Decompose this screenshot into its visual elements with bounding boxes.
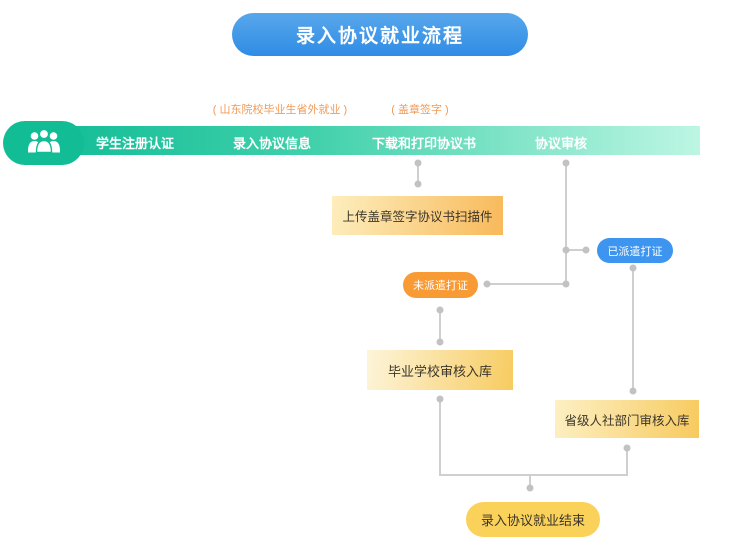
connector-line [632,267,634,391]
node-process-end-label: 录入协议就业结束 [480,513,585,528]
node-upload-scan-label: 上传盖章签字协议书扫描件 [342,210,493,224]
connector-line [626,447,628,475]
connector-line [529,474,531,488]
connector-dot [582,246,590,254]
connector-dot [526,484,534,492]
node-provincial-review: 省级人社部门审核入库 [555,400,699,438]
page-title: 录入协议就业流程 [232,13,528,56]
people-group-icon [23,127,65,160]
connector-line [439,474,628,476]
connector-line [439,309,441,343]
connector-line [439,398,441,476]
connector-dot [483,280,491,288]
connector-dot [436,306,444,314]
connector-dot [562,159,570,167]
connector-dot [414,159,422,167]
connector-line [565,163,567,285]
connector-dot [414,180,422,188]
node-process-end: 录入协议就业结束 [466,502,600,537]
node-dispatched-label: 已派遣打证 [607,245,663,258]
node-dispatched-badge: 已派遣打证 [597,238,673,263]
node-not-dispatched-badge: 未派遣打证 [403,272,478,298]
annotation-stamp-sign: ( 盖章签字 ) [391,104,449,116]
step-agreement-review: 协议审核 [534,136,588,151]
connector-dot [629,387,637,395]
connector-line [487,283,566,285]
connector-dot [436,395,444,403]
connector-dot [436,338,444,346]
step-student-register: 学生注册认证 [95,136,175,151]
node-upload-scan: 上传盖章签字协议书扫描件 [332,196,503,235]
node-not-dispatched-label: 未派遣打证 [413,280,468,292]
connector-dot [562,246,570,254]
connector-line [566,249,586,251]
step-download-print-agreement: 下载和打印协议书 [371,136,477,151]
node-school-review: 毕业学校审核入库 [367,350,513,390]
node-provincial-review-label: 省级人社部门审核入库 [564,413,690,428]
ribbon-band [44,126,700,155]
page-title-label: 录入协议就业流程 [295,26,464,47]
connector-dot [629,264,637,272]
connector-dot [623,444,631,452]
node-school-review-label: 毕业学校审核入库 [387,363,492,379]
ribbon-start-badge [3,121,84,165]
connector-dot [562,280,570,288]
annotation-out-of-province: ( 山东院校毕业生省外就业 ) [212,104,348,116]
step-enter-agreement-info: 录入协议信息 [232,136,312,151]
connector-line [417,163,419,184]
